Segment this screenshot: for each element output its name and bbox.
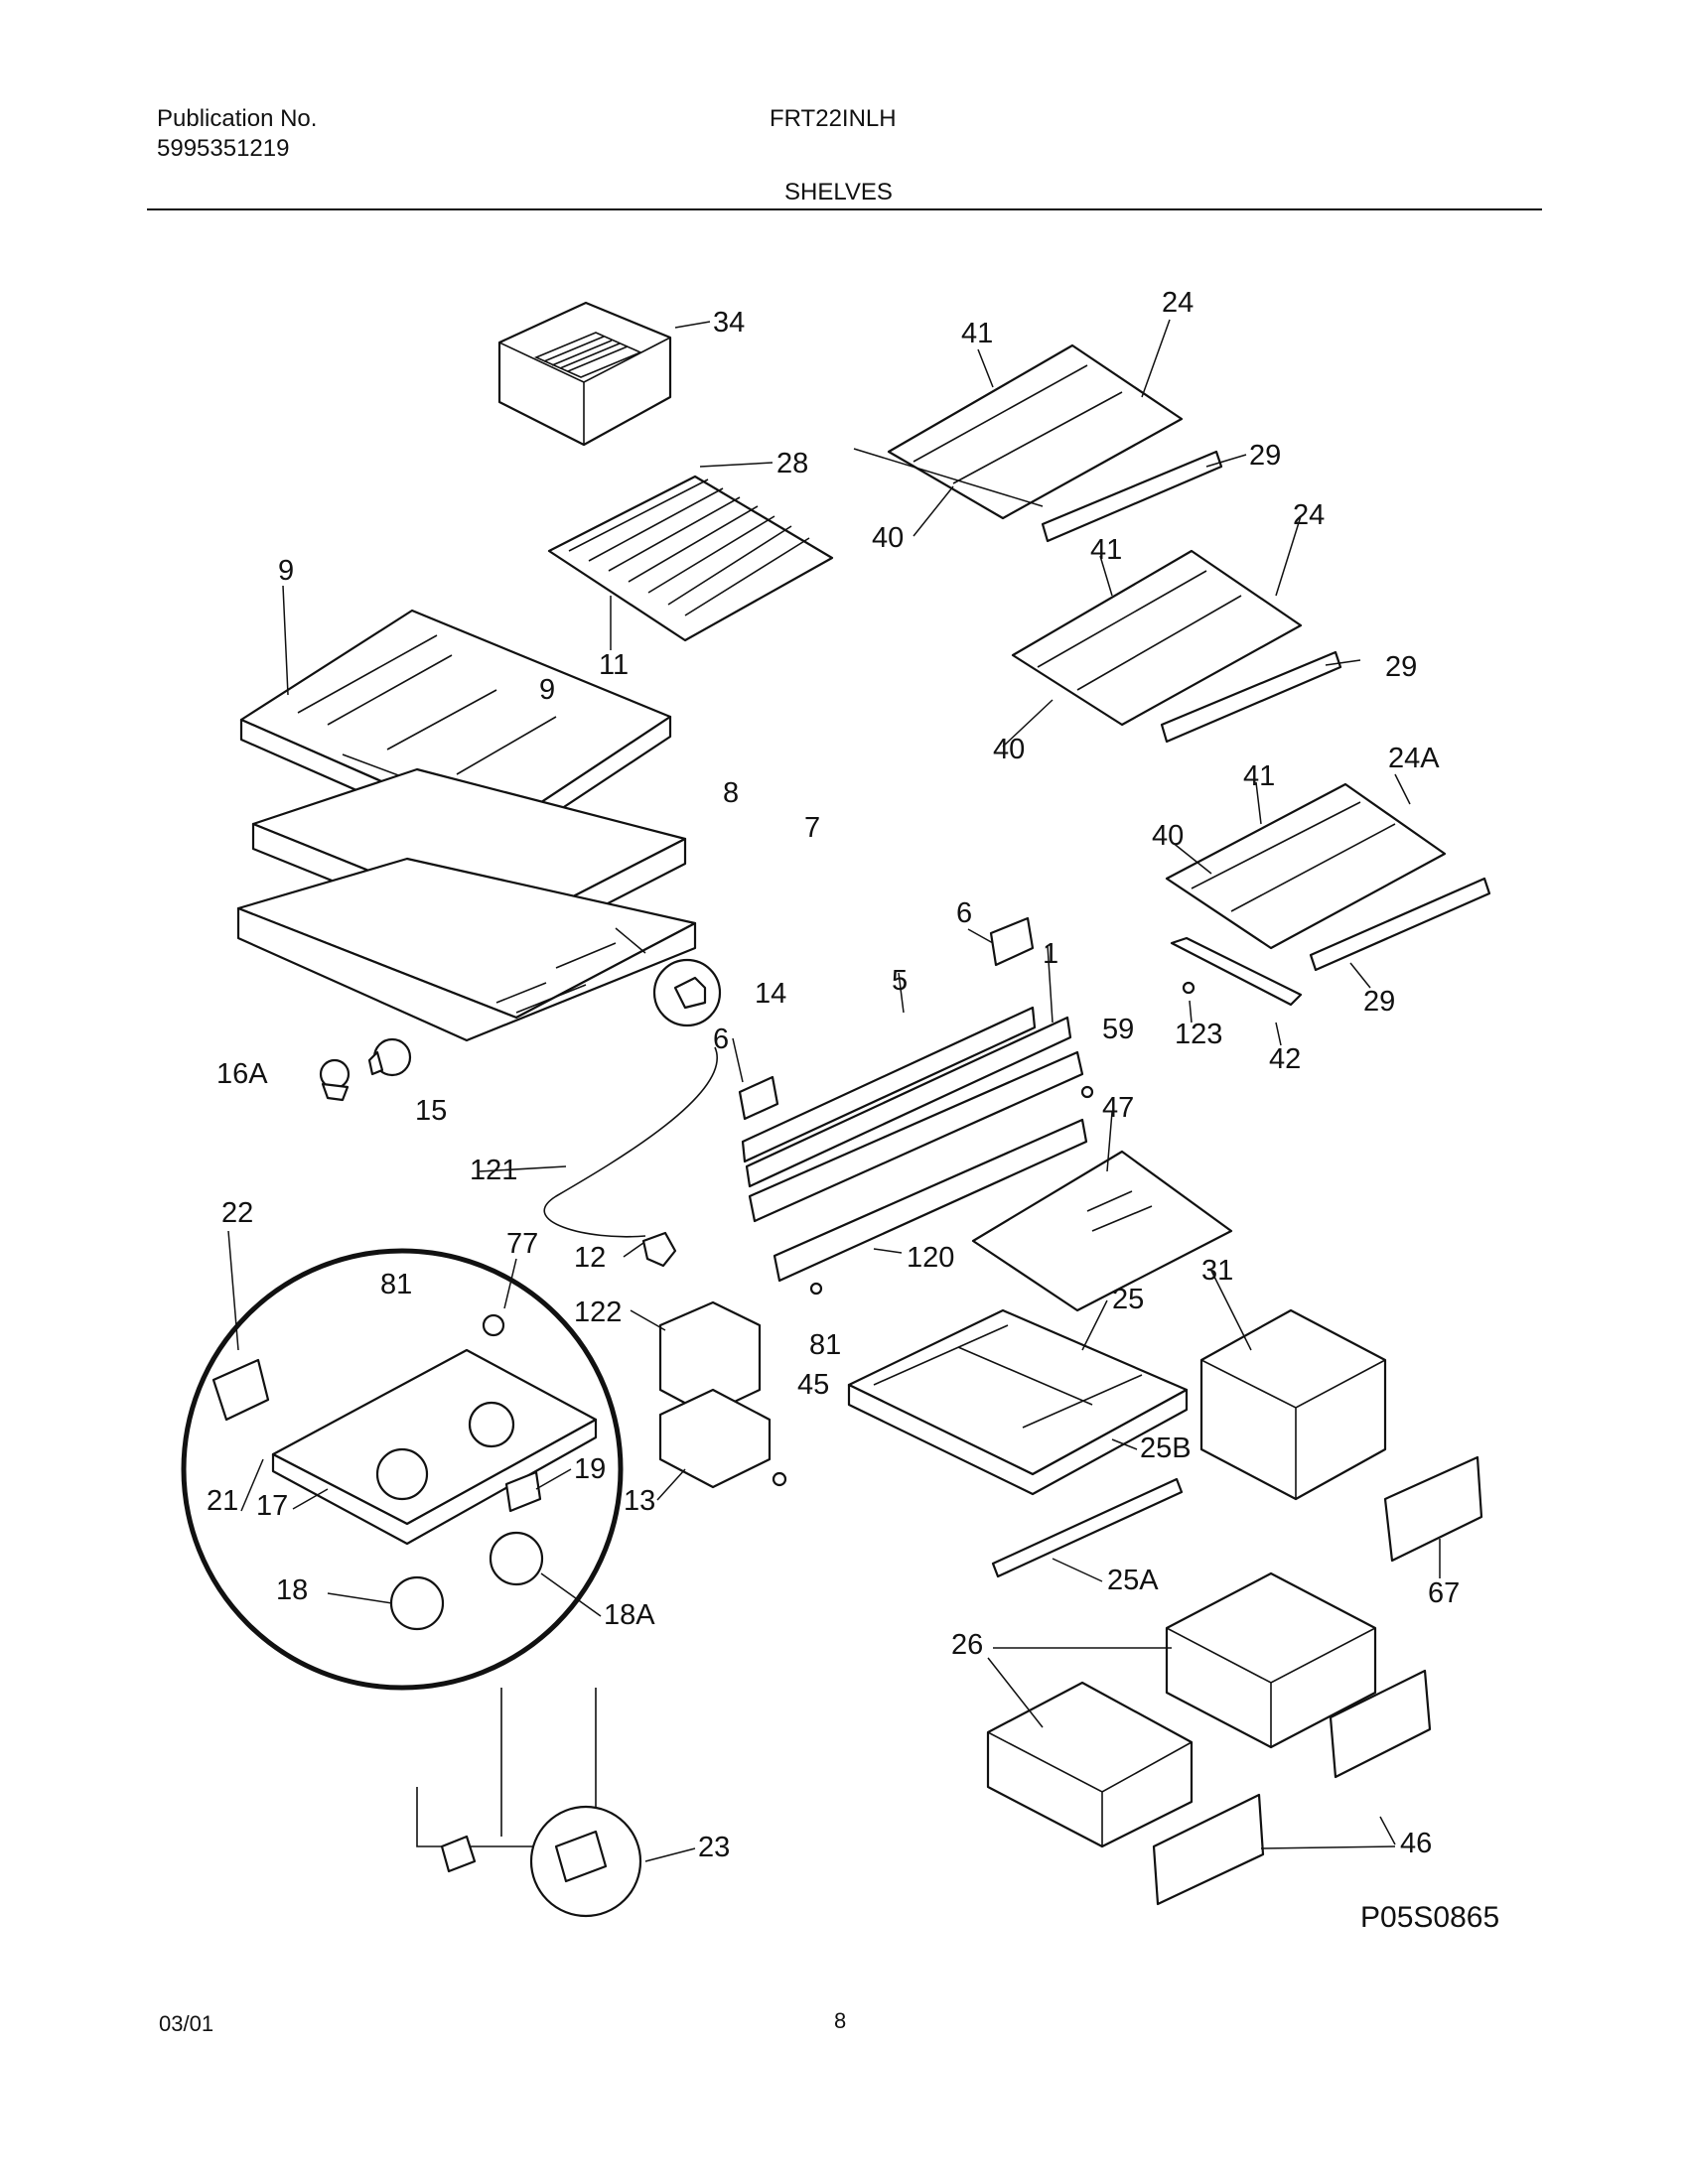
- part-label-11: 11: [599, 649, 629, 681]
- part-label-41b: 41: [1090, 534, 1122, 566]
- part-label-24: 24: [1162, 287, 1194, 319]
- part-label-12: 12: [574, 1242, 606, 1274]
- publication-label: Publication No.: [157, 105, 318, 132]
- damper-housing-part: [658, 1300, 787, 1489]
- mullion-rail-part: [738, 916, 1094, 1296]
- part-label-41: 41: [961, 318, 993, 349]
- part-label-81b: 81: [809, 1329, 841, 1361]
- part-label-21: 21: [207, 1485, 238, 1517]
- part-label-15: 15: [415, 1095, 447, 1127]
- section-title: SHELVES: [784, 179, 893, 205]
- part-label-6: 6: [956, 897, 972, 929]
- part-label-1: 1: [1043, 938, 1058, 970]
- part-label-59: 59: [1102, 1014, 1134, 1045]
- part-label-29c: 29: [1363, 986, 1395, 1018]
- light-bulb-part: [367, 1037, 412, 1077]
- part-label-29: 29: [1249, 440, 1281, 472]
- leader-lines: [227, 319, 1441, 1862]
- part-label-47: 47: [1102, 1092, 1134, 1124]
- part-label-9: 9: [278, 555, 294, 587]
- part-label-34: 34: [713, 307, 745, 339]
- crisper-front-67-part: [1383, 1455, 1483, 1563]
- part-label-81: 81: [380, 1269, 412, 1300]
- part-label-16A: 16A: [216, 1058, 268, 1090]
- part-label-13: 13: [624, 1485, 655, 1517]
- hinge-detail: [416, 1688, 642, 1918]
- freezer-basket-part: [497, 301, 672, 447]
- part-label-77: 77: [506, 1228, 538, 1260]
- part-label-67: 67: [1428, 1577, 1460, 1609]
- wire-shelf-part: [547, 475, 834, 650]
- crisper-drawer-part: [986, 1571, 1377, 1848]
- middle-glass-shelf-part: [1011, 549, 1342, 744]
- part-label-19: 19: [574, 1453, 606, 1485]
- crisper-glass-part: [971, 1150, 1233, 1312]
- damper-part-detail: [615, 927, 722, 1027]
- part-label-25B: 25B: [1140, 1433, 1192, 1464]
- lower-glass-shelf-part: [1165, 782, 1491, 972]
- part-label-24A: 24A: [1388, 743, 1440, 774]
- part-label-25A: 25A: [1107, 1565, 1159, 1596]
- upper-glass-shelf-part: [887, 343, 1223, 543]
- pan-31-part: [1199, 1308, 1387, 1501]
- part-label-26: 26: [951, 1629, 983, 1661]
- part-label-28: 28: [776, 448, 808, 479]
- part-label-42: 42: [1269, 1043, 1301, 1075]
- header-rule: [147, 208, 1542, 210]
- part-label-41c: 41: [1243, 760, 1275, 792]
- heater-wire-part: [543, 1046, 718, 1268]
- part-label-40b: 40: [993, 734, 1025, 765]
- part-label-7: 7: [804, 812, 820, 844]
- crisper-front-46-part: [1152, 1669, 1432, 1906]
- part-label-9b: 9: [539, 674, 555, 706]
- part-label-23: 23: [698, 1832, 730, 1863]
- footer-page-number: 8: [834, 2008, 847, 2033]
- part-label-122: 122: [574, 1297, 622, 1328]
- crisper-cover-frame-part: [847, 1308, 1189, 1496]
- part-label-6b: 6: [713, 1024, 729, 1055]
- publication-number: 5995351219: [157, 135, 290, 162]
- shelf-bracket-part: [1170, 936, 1303, 1007]
- part-label-120: 120: [907, 1242, 954, 1274]
- part-label-45: 45: [797, 1369, 829, 1401]
- part-label-18A: 18A: [604, 1599, 655, 1631]
- part-label-40: 40: [872, 522, 904, 554]
- part-label-22: 22: [221, 1197, 253, 1229]
- part-label-14: 14: [755, 978, 786, 1010]
- light-socket-part: [319, 1058, 351, 1102]
- part-label-46: 46: [1400, 1828, 1432, 1859]
- footer-date: 03/01: [159, 2011, 214, 2036]
- pan-part: [236, 857, 697, 1042]
- part-label-18: 18: [276, 1574, 308, 1606]
- part-label-123: 123: [1175, 1019, 1222, 1050]
- figure-code: P05S0865: [1360, 1901, 1499, 1934]
- part-label-17: 17: [256, 1490, 288, 1522]
- control-housing-detail: [181, 1248, 624, 1691]
- part-label-29b: 29: [1385, 651, 1417, 683]
- crisper-slide-part: [991, 1477, 1184, 1578]
- part-label-25: 25: [1112, 1284, 1144, 1315]
- model-number: FRT22INLH: [770, 105, 897, 132]
- part-label-8: 8: [723, 777, 739, 809]
